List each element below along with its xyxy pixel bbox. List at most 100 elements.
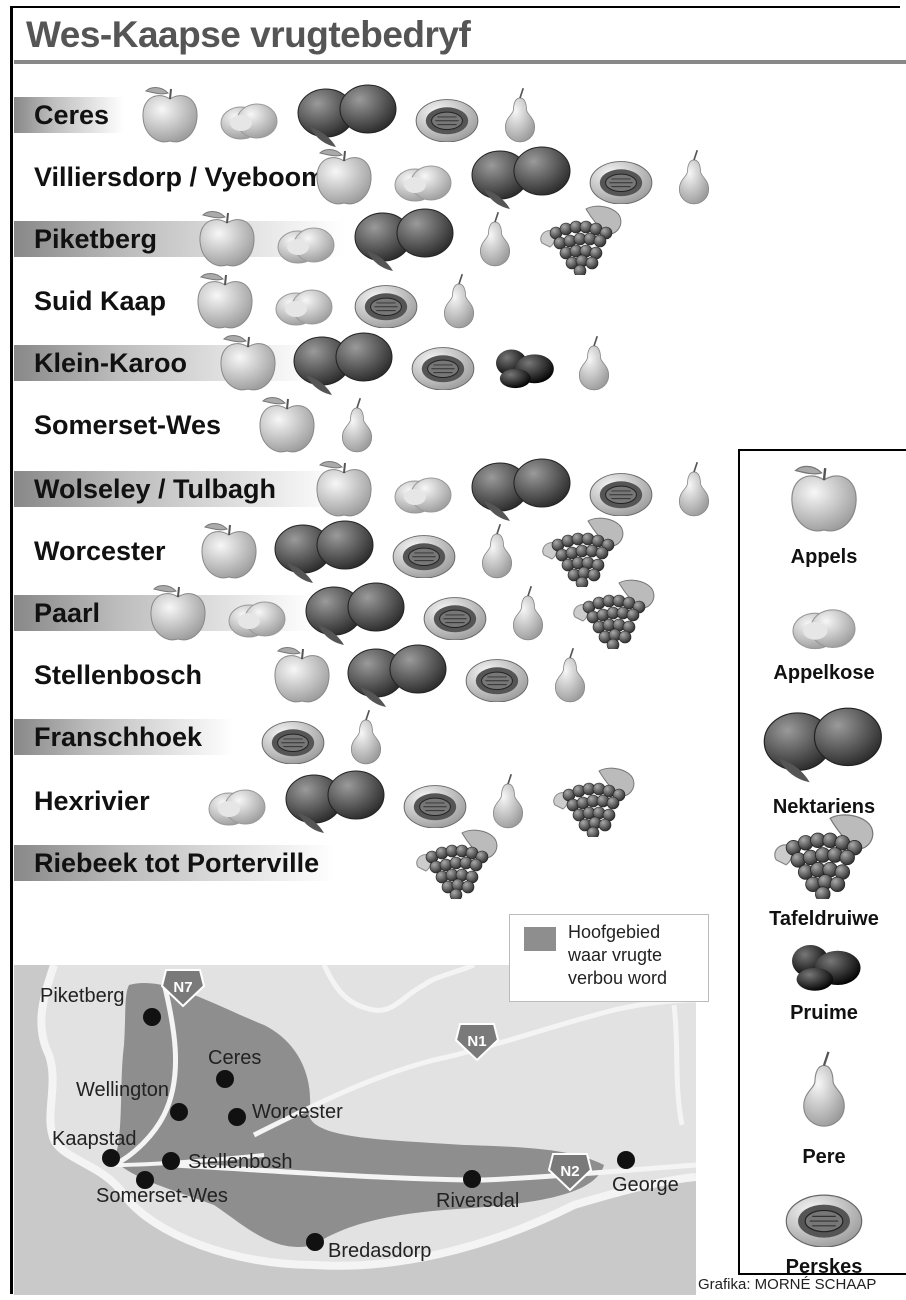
peach-icon <box>420 586 490 645</box>
legend-label: Nektariens <box>772 796 876 818</box>
grape-icon <box>566 577 662 654</box>
apple-icon <box>786 461 862 542</box>
svg-text:N7: N7 <box>173 979 192 996</box>
map-area-swatch <box>524 927 556 951</box>
region-label: Suid Kaap <box>34 286 167 316</box>
city-marker <box>143 1008 161 1026</box>
region-label: Franschhoek <box>34 722 203 752</box>
city-marker <box>216 1070 234 1088</box>
legend-label: Appels <box>790 546 858 568</box>
region-label: Wolseley / Tulbagh <box>34 474 277 504</box>
legend-item: Nektariens <box>740 701 906 819</box>
pear-icon <box>469 208 521 275</box>
map-legend-line: Hoofgebied <box>568 922 661 942</box>
apple-icon <box>197 519 261 588</box>
city-label: Wellington <box>76 1079 170 1101</box>
legend-label: Perskes <box>785 1256 863 1278</box>
pear-icon <box>502 582 554 649</box>
apricot-icon <box>222 585 292 646</box>
apricot-icon <box>271 211 341 272</box>
pear-icon <box>788 1041 860 1142</box>
region-highlight-bar <box>14 471 344 507</box>
region-label: Worcester <box>34 536 166 566</box>
map-legend-line: verbou word <box>568 968 668 988</box>
legend-label: Appelkose <box>773 662 875 684</box>
grape-icon <box>533 203 629 280</box>
route-shield: N1 <box>454 1022 500 1067</box>
city-marker <box>102 1149 120 1167</box>
region-label: Villiersdorp / Vyeboom <box>34 162 326 192</box>
region-map <box>14 965 696 1295</box>
pear-icon <box>568 332 620 399</box>
map-legend: Hoofgebied waar vrugte verbou word <box>509 914 709 1002</box>
apple-icon <box>312 457 376 526</box>
city-label: Piketberg <box>40 985 125 1007</box>
region-label: Somerset-Wes <box>34 410 222 440</box>
nectarine-icon <box>470 453 574 530</box>
legend-label: Pruime <box>790 1002 858 1024</box>
legend-label: Pere <box>802 1146 846 1168</box>
region-label: Ceres <box>34 100 110 130</box>
region-label: Hexrivier <box>34 786 150 816</box>
pear-icon <box>668 146 720 213</box>
region-highlight-bar <box>14 97 124 133</box>
peach-icon <box>586 462 656 521</box>
peach-icon <box>400 774 470 833</box>
peach-icon <box>586 150 656 209</box>
grape-icon <box>764 811 884 904</box>
apricot-icon <box>202 773 272 834</box>
nectarine-icon <box>284 765 388 842</box>
graphic-credit: Grafika: MORNÉ SCHAAP <box>698 1276 877 1293</box>
pear-icon <box>340 706 392 773</box>
region-highlight-bar <box>14 845 334 881</box>
apricot-icon <box>269 273 339 334</box>
region-highlight-bar <box>14 719 234 755</box>
region-label: Piketberg <box>34 224 158 254</box>
legend-item: Perskes <box>740 1181 906 1279</box>
svg-text:N1: N1 <box>467 1033 486 1050</box>
apple-icon <box>216 331 280 400</box>
apple-icon <box>270 643 334 712</box>
city-label: Riversdal <box>436 1190 520 1212</box>
route-shield: N2 <box>547 1152 593 1197</box>
pear-icon <box>668 458 720 525</box>
city-marker <box>136 1171 154 1189</box>
title-divider <box>14 60 906 64</box>
city-marker <box>162 1152 180 1170</box>
fruit-legend: Appels Appelkose Nektariens Tafeldruiwe <box>738 449 906 1278</box>
city-marker <box>463 1170 481 1188</box>
legend-item: Pruime <box>740 929 906 1025</box>
city-marker <box>170 1103 188 1121</box>
apricot-icon <box>781 591 867 658</box>
legend-label: Tafeldruiwe <box>769 908 879 930</box>
grape-icon <box>535 515 631 592</box>
city-label: Stellenbosh <box>188 1151 293 1173</box>
apricot-icon <box>388 461 458 522</box>
nectarine-icon <box>346 639 450 716</box>
peach-icon <box>462 648 532 707</box>
plum-icon <box>784 929 864 998</box>
region-label: Paarl <box>34 598 101 628</box>
city-marker <box>617 1151 635 1169</box>
nectarine-icon <box>273 515 377 592</box>
pear-icon <box>471 520 523 587</box>
nectarine-icon <box>470 141 574 218</box>
map-legend-text: Hoofgebied waar vrugte verbou word <box>568 921 667 990</box>
peach-icon <box>258 710 328 769</box>
city-marker <box>228 1108 246 1126</box>
region-label: Stellenbosch <box>34 660 203 690</box>
nectarine-icon <box>292 327 396 404</box>
apple-icon <box>146 581 210 650</box>
grape-icon <box>409 827 505 904</box>
peach-icon <box>782 1181 866 1252</box>
grape-icon <box>546 765 642 842</box>
infographic-frame <box>10 6 900 1294</box>
route-shield: N7 <box>160 968 206 1013</box>
pear-icon <box>482 770 534 837</box>
map-legend-line: waar vrugte <box>568 945 663 965</box>
pear-icon <box>433 270 485 337</box>
apricot-icon <box>214 87 284 148</box>
pear-icon <box>494 84 546 151</box>
nectarine-icon <box>353 203 457 280</box>
pear-icon <box>544 644 596 711</box>
